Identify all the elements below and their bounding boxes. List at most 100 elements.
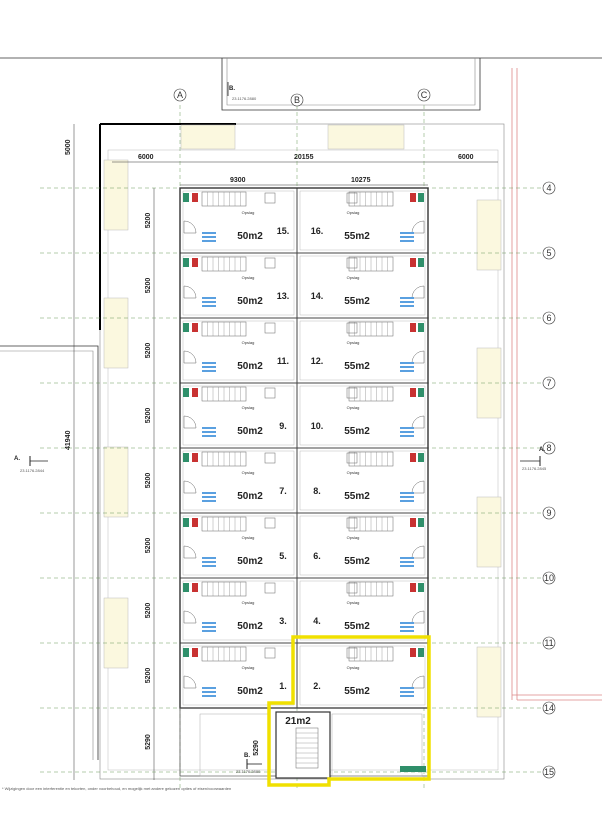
fire-extinguisher-icon <box>410 193 416 202</box>
unit-area-label: 55m2 <box>344 491 370 502</box>
grid-label: 9 <box>546 508 551 518</box>
section-ref-label: 23.1176.2880 <box>236 769 261 774</box>
footnote-label: * Wijzigingen door een interferentie en … <box>2 786 231 791</box>
parking-strip <box>476 646 502 718</box>
annotation-mark <box>400 626 414 628</box>
unit-number-label: 8. <box>313 486 321 496</box>
toilet-icon <box>264 517 276 529</box>
annotation-mark <box>400 695 414 697</box>
grid-bubble <box>542 571 556 585</box>
annotation-mark <box>202 630 216 632</box>
unit-area-label: 55m2 <box>344 621 370 632</box>
unit-area-label: 50m2 <box>237 621 263 632</box>
unit-area-label: 55m2 <box>344 426 370 437</box>
dimension-label: 9300 <box>230 177 246 184</box>
fire-extinguisher-icon <box>192 323 198 332</box>
annotation-mark <box>400 496 414 498</box>
meter-box-icon <box>418 258 424 267</box>
unit-number-label: 12. <box>311 356 324 366</box>
unit-area-label: 50m2 <box>237 361 263 372</box>
storage-label: Opslag <box>347 405 360 410</box>
toilet-icon <box>346 192 358 204</box>
fire-extinguisher-icon <box>192 518 198 527</box>
unit-number-label: 7. <box>279 486 287 496</box>
grid-bubble <box>542 181 556 195</box>
unit-outline <box>296 187 429 254</box>
annotation-mark <box>202 561 216 563</box>
dimension-label: 5200 <box>145 473 152 489</box>
toilet-icon <box>346 647 358 659</box>
meter-box-icon <box>418 518 424 527</box>
door-swing <box>183 350 197 364</box>
unit-number-label: 5. <box>279 551 287 561</box>
grid-bubble <box>173 88 187 102</box>
dimension-label: 5200 <box>145 668 152 684</box>
storage-label: Opslag <box>242 600 255 605</box>
dimension-label: 41940 <box>65 430 72 450</box>
fire-extinguisher-icon <box>410 453 416 462</box>
dimension-label: 5200 <box>145 408 152 424</box>
neighbour-outline <box>226 58 476 106</box>
unit-number-label: 16. <box>311 226 324 236</box>
unit-inner-wall <box>299 645 426 706</box>
parking-strip <box>476 496 502 568</box>
meter-box-icon <box>418 193 424 202</box>
annotation-mark <box>400 305 414 307</box>
meter-box-icon <box>418 648 424 657</box>
unit-inner-wall <box>299 580 426 641</box>
grid-label: C <box>421 90 428 100</box>
annotation-mark <box>202 557 216 559</box>
annotation-mark <box>400 691 414 693</box>
fire-extinguisher-icon <box>410 388 416 397</box>
annotation-mark <box>202 240 216 242</box>
parking-strip <box>180 124 236 150</box>
meter-box-icon <box>183 323 189 332</box>
unit-outline <box>179 187 298 254</box>
annotation-mark <box>202 232 216 234</box>
dimension-label: 5290 <box>145 734 152 750</box>
unit-area-label: 50m2 <box>237 426 263 437</box>
unit-number-label: 13. <box>277 291 290 301</box>
toilet-icon <box>346 517 358 529</box>
unit-inner-wall <box>182 320 295 381</box>
annotation-mark <box>400 362 414 364</box>
meter-box-icon <box>183 518 189 527</box>
unit-inner-wall <box>299 190 426 251</box>
door-swing <box>183 415 197 429</box>
unit-outline <box>296 382 429 449</box>
parking-strip <box>327 124 405 150</box>
storage-label: Opslag <box>347 600 360 605</box>
fire-extinguisher-icon <box>192 388 198 397</box>
dimension-label: 5200 <box>145 213 152 229</box>
annotation-mark <box>400 236 414 238</box>
unit-inner-wall <box>182 450 295 511</box>
annotation-mark <box>202 622 216 624</box>
storage-label: Opslag <box>242 535 255 540</box>
meter-box-icon <box>418 323 424 332</box>
unit-inner-wall <box>299 320 426 381</box>
section-ref-label: 23.1176.2845 <box>522 466 547 471</box>
storage-label: Opslag <box>347 340 360 345</box>
annotation-mark <box>202 431 216 433</box>
annotation-mark <box>400 557 414 559</box>
grid-label: 5 <box>546 248 551 258</box>
meter-box-icon <box>418 583 424 592</box>
toilet-icon <box>264 387 276 399</box>
toilet-icon <box>346 452 358 464</box>
annotation-mark <box>400 622 414 624</box>
neighbour-outline <box>0 345 99 760</box>
grid-label: 11 <box>544 638 553 648</box>
neighbour-outline <box>221 58 481 111</box>
annotation-mark <box>202 687 216 689</box>
grid-label: A <box>177 90 183 100</box>
unit-number-label: 11. <box>277 356 289 366</box>
site-outline <box>99 123 505 780</box>
annotation-mark <box>202 691 216 693</box>
unit-inner-wall <box>182 385 295 446</box>
grid-bubble <box>542 765 556 779</box>
grid-bubble <box>542 376 556 390</box>
annotation-mark <box>400 232 414 234</box>
unit-number-label: 6. <box>313 551 321 561</box>
grid-bubble <box>542 636 556 650</box>
dimension-label: 5200 <box>145 538 152 554</box>
